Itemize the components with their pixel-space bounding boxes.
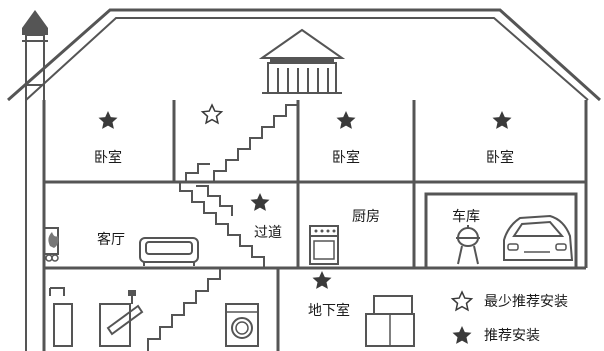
fireplace: [43, 227, 59, 262]
storage-boxes: [365, 295, 415, 347]
room-label-hallway: 过道: [254, 225, 282, 241]
room-label-living-room: 客厅: [97, 231, 125, 248]
recommended-star-icon: [250, 193, 270, 211]
room-label-basement: 地下室: [308, 302, 350, 319]
legend-filled-star-icon: [452, 326, 472, 344]
washing-machine: [225, 303, 259, 347]
sofa: [139, 237, 199, 266]
recommended-star-icon: [336, 111, 356, 129]
room-label-garage: 车库: [452, 208, 480, 225]
legend-minimum-label: 最少推荐安装: [484, 294, 568, 310]
staircase-upper: [185, 104, 298, 182]
recommended-star-icon: [98, 111, 118, 129]
car: [503, 214, 574, 261]
legend: 最少推荐安装 推荐安装: [450, 290, 568, 344]
staircase-basement: [147, 268, 221, 351]
stove: [309, 225, 339, 265]
grill: [456, 225, 480, 265]
garage-frame: [424, 192, 578, 270]
legend-recommended-label: 推荐安装: [484, 328, 540, 344]
room-label-bedroom-left: 卧室: [94, 149, 122, 166]
detector-markers: [98, 103, 512, 289]
roof: [7, 8, 602, 102]
water-heater: [49, 287, 73, 347]
attic-vent: [258, 28, 346, 94]
room-label-bedroom-right: 卧室: [486, 149, 514, 166]
recommended-star-icon: [492, 111, 512, 129]
legend-outline-star-icon: [450, 290, 474, 312]
furnace: [99, 290, 144, 347]
recommended-star-icon: [312, 271, 332, 289]
room-label-bedroom-mid: 卧室: [332, 149, 360, 166]
room-label-kitchen: 厨房: [352, 209, 380, 225]
minimum-star-icon: [200, 103, 224, 125]
staircase-middle: [179, 182, 265, 268]
